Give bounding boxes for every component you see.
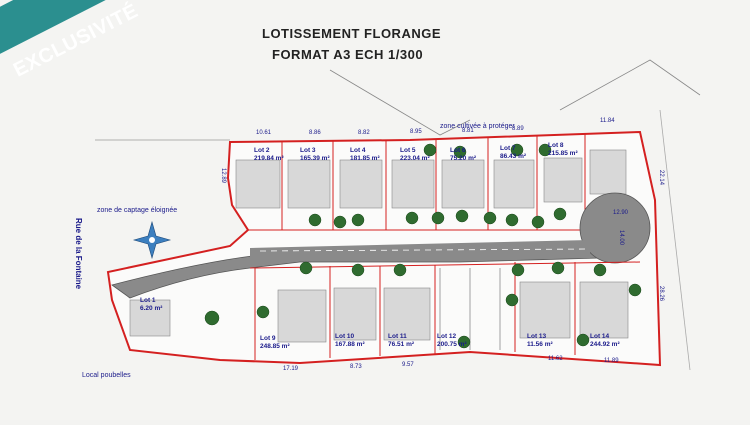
lot-area: 200.75 m² bbox=[437, 341, 467, 348]
compass-icon bbox=[132, 220, 172, 260]
lot-name: Lot 3 bbox=[300, 147, 316, 154]
neighbor-boundary bbox=[329, 69, 471, 136]
lot-name: Lot 9 bbox=[260, 335, 276, 342]
dimension-label: 8.81 bbox=[462, 128, 474, 134]
lot-name: Lot 12 bbox=[437, 333, 457, 340]
dimension-label: 17.19 bbox=[283, 366, 299, 372]
lot-name: Lot 14 bbox=[590, 333, 610, 340]
dimension-label: 8.95 bbox=[410, 129, 422, 135]
dimension-label: 28.26 bbox=[658, 286, 664, 302]
dimension-label: 11.62 bbox=[548, 356, 563, 362]
lot-area: 219.84 m² bbox=[254, 155, 284, 162]
dimension-label: 22.14 bbox=[658, 170, 664, 186]
lot-name: Lot 5 bbox=[400, 147, 416, 154]
lot-name: Lot 2 bbox=[254, 147, 270, 154]
lot-name: Lot 11 bbox=[388, 333, 407, 340]
buildings-top bbox=[235, 149, 627, 209]
dimensions-top: 10.61 8.86 8.82 8.95 8.81 8.89 11.84 bbox=[256, 118, 615, 136]
lot-area: 181.85 m² bbox=[350, 155, 380, 162]
lot-area: 6.20 m² bbox=[140, 305, 163, 312]
dimension-label: 12.89 bbox=[220, 168, 226, 184]
lot-area: 76.51 m² bbox=[388, 341, 415, 348]
turning-circle bbox=[579, 192, 651, 264]
parking bbox=[439, 268, 501, 350]
lot-area: 167.88 m² bbox=[335, 341, 365, 348]
lot-name: Lot 4 bbox=[350, 147, 366, 154]
lot-area: 215.85 m² bbox=[548, 150, 578, 157]
dimension-label: 12.90 bbox=[613, 210, 629, 216]
lot-area: 75.20 m² bbox=[450, 155, 477, 162]
zone-cultivee-label: zone cultivée à protéger bbox=[440, 123, 515, 130]
dimensions-side: 12.89 22.14 28.26 12.90 14.00 bbox=[220, 168, 664, 302]
lot-area: 244.92 m² bbox=[590, 341, 620, 348]
lot-area: 223.04 m² bbox=[400, 155, 430, 162]
dimension-label: 9.57 bbox=[402, 362, 414, 368]
buildings-bottom bbox=[129, 281, 629, 343]
lot-area: 248.85 m² bbox=[260, 343, 290, 350]
dimension-label: 11.84 bbox=[600, 118, 615, 124]
trees bbox=[204, 143, 642, 349]
dimension-label: 14.00 bbox=[618, 230, 624, 246]
lot-name: Lot 10 bbox=[335, 333, 355, 340]
lot-name: Lot 13 bbox=[527, 333, 547, 340]
plan-title: LOTISSEMENT FLORANGE bbox=[262, 26, 441, 41]
plan-subtitle: FORMAT A3 ECH 1/300 bbox=[272, 47, 424, 62]
dimensions-bottom: 17.19 8.73 9.57 11.62 11.89 bbox=[283, 356, 619, 372]
dimension-label: 11.89 bbox=[604, 358, 619, 364]
bottom-lots bbox=[249, 261, 641, 360]
lot-area: 11.56 m² bbox=[527, 341, 553, 348]
lot-name: Lot 1 bbox=[140, 297, 156, 304]
dimension-label: 8.82 bbox=[358, 130, 370, 136]
zone-captage-label: zone de captage éloignée bbox=[97, 207, 177, 214]
lot-area: 86.43 m² bbox=[500, 153, 527, 160]
dimension-label: 8.73 bbox=[350, 364, 362, 370]
local-poubelles-label: Local poubelles bbox=[82, 372, 131, 379]
dimension-label: 8.86 bbox=[309, 130, 321, 136]
neighbor-boundary bbox=[559, 59, 701, 111]
dimension-label: 8.89 bbox=[512, 126, 524, 132]
lot-name: Lot 8 bbox=[548, 142, 564, 149]
street-label: Rue de la Fontaine bbox=[74, 218, 83, 290]
lot-name: Lot 7 bbox=[500, 145, 516, 152]
lot-name: Lot 6 bbox=[450, 147, 466, 154]
dimension-label: 10.61 bbox=[256, 130, 272, 136]
lot-area: 165.39 m² bbox=[300, 155, 330, 162]
